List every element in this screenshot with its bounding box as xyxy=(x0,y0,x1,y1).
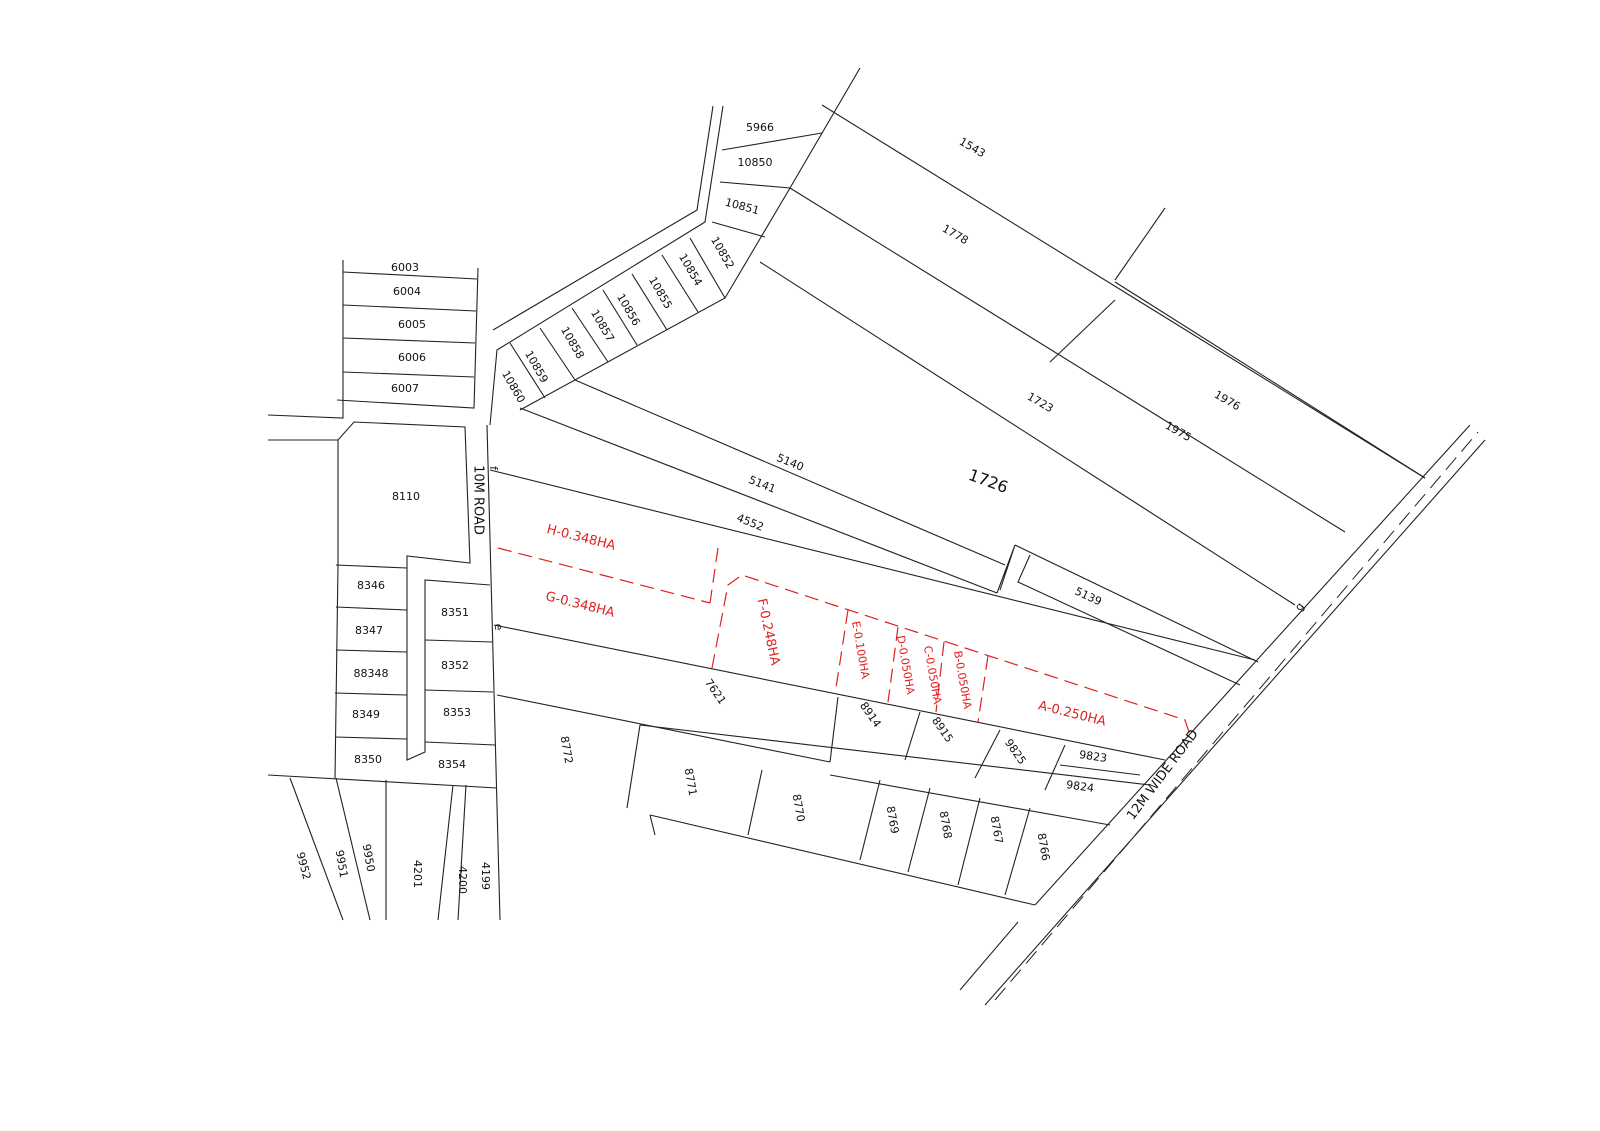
parcel-label: 8110 xyxy=(392,490,420,503)
parcel-label: 8772 xyxy=(558,735,576,765)
parcel-label: 6007 xyxy=(391,382,419,395)
parcel-label: 9823 xyxy=(1078,748,1108,765)
parcel-label: 1976 xyxy=(1212,388,1243,413)
parcel-label: 1778 xyxy=(940,222,971,247)
proposed-plot-boundaries xyxy=(497,547,1191,736)
parcel-label: 10859 xyxy=(522,348,551,385)
parcel-label: 4199 xyxy=(479,862,492,890)
plot-label-f: F-0.248HA xyxy=(754,597,783,667)
parcel-label: 8351 xyxy=(441,606,469,619)
marker-g: g xyxy=(1292,600,1307,613)
parcel-label: 88348 xyxy=(354,667,389,680)
parcel-label: 4552 xyxy=(735,511,766,534)
parcel-label: 10858 xyxy=(558,324,587,361)
plot-label-g: G-0.348HA xyxy=(544,589,616,621)
parcel-label: 10851 xyxy=(724,196,761,218)
parcel-label: 1726 xyxy=(966,465,1011,497)
parcel-label: 8915 xyxy=(929,715,956,745)
marker-e: e xyxy=(492,624,505,631)
parcel-label: 10860 xyxy=(499,368,528,405)
plot-label-h: H-0.348HA xyxy=(545,522,617,554)
parcel-label: 8914 xyxy=(857,700,884,730)
parcel-label: 5966 xyxy=(746,121,774,134)
parcel-label: 5139 xyxy=(1073,585,1104,609)
parcel-label: 9951 xyxy=(333,849,351,879)
parcel-label: 1975 xyxy=(1163,419,1194,444)
parcel-boundaries xyxy=(267,67,1486,1006)
parcel-label: 10852 xyxy=(708,234,737,271)
parcel-label: 6006 xyxy=(398,351,426,364)
parcel-label: 8770 xyxy=(790,793,808,823)
parcel-label: 8353 xyxy=(443,706,471,719)
parcel-label: 8766 xyxy=(1035,832,1053,862)
parcel-label: 4200 xyxy=(456,866,469,894)
parcel-label: 1723 xyxy=(1025,390,1056,415)
parcel-label: 8347 xyxy=(355,624,383,637)
parcel-label: 8769 xyxy=(884,805,902,835)
parcel-label: 7621 xyxy=(702,677,729,707)
road-label-10m: 10M ROAD xyxy=(471,465,486,535)
parcel-label: 8350 xyxy=(354,753,382,766)
parcel-label: 8354 xyxy=(438,758,466,771)
parcel-label: 1543 xyxy=(957,135,988,160)
parcel-label: 4201 xyxy=(411,860,424,888)
parcel-label: 8352 xyxy=(441,659,469,672)
marker-f: f xyxy=(487,466,500,471)
parcel-label: 9824 xyxy=(1065,778,1095,795)
plot-label-d: D-0.050HA xyxy=(894,634,917,696)
parcel-label: 6005 xyxy=(398,318,426,331)
parcel-label: 8768 xyxy=(937,810,955,840)
parcel-label: 9952 xyxy=(294,851,314,881)
parcel-label: 6004 xyxy=(393,285,421,298)
parcel-label: 5141 xyxy=(747,473,778,496)
parcel-label: 10856 xyxy=(614,291,643,328)
parcel-label: 10850 xyxy=(738,156,773,169)
parcel-label: 8346 xyxy=(357,579,385,592)
parcel-labels: 5966 10850 10851 10852 10854 10855 10856… xyxy=(294,121,1243,894)
parcel-label: 5140 xyxy=(775,451,806,474)
parcel-label: 8771 xyxy=(682,767,700,797)
parcel-label: 10855 xyxy=(646,274,675,311)
plot-label-e: E-0.100HA xyxy=(849,620,872,680)
parcel-label: 9825 xyxy=(1002,737,1029,767)
parcel-label: 8767 xyxy=(988,815,1006,845)
parcel-label: 9950 xyxy=(360,843,378,873)
plot-label-b: B-0.050HA xyxy=(951,650,974,711)
parcel-label: 6003 xyxy=(391,261,419,274)
parcel-label: 8349 xyxy=(352,708,380,721)
plot-label-a: A-0.250HA xyxy=(1037,698,1108,729)
